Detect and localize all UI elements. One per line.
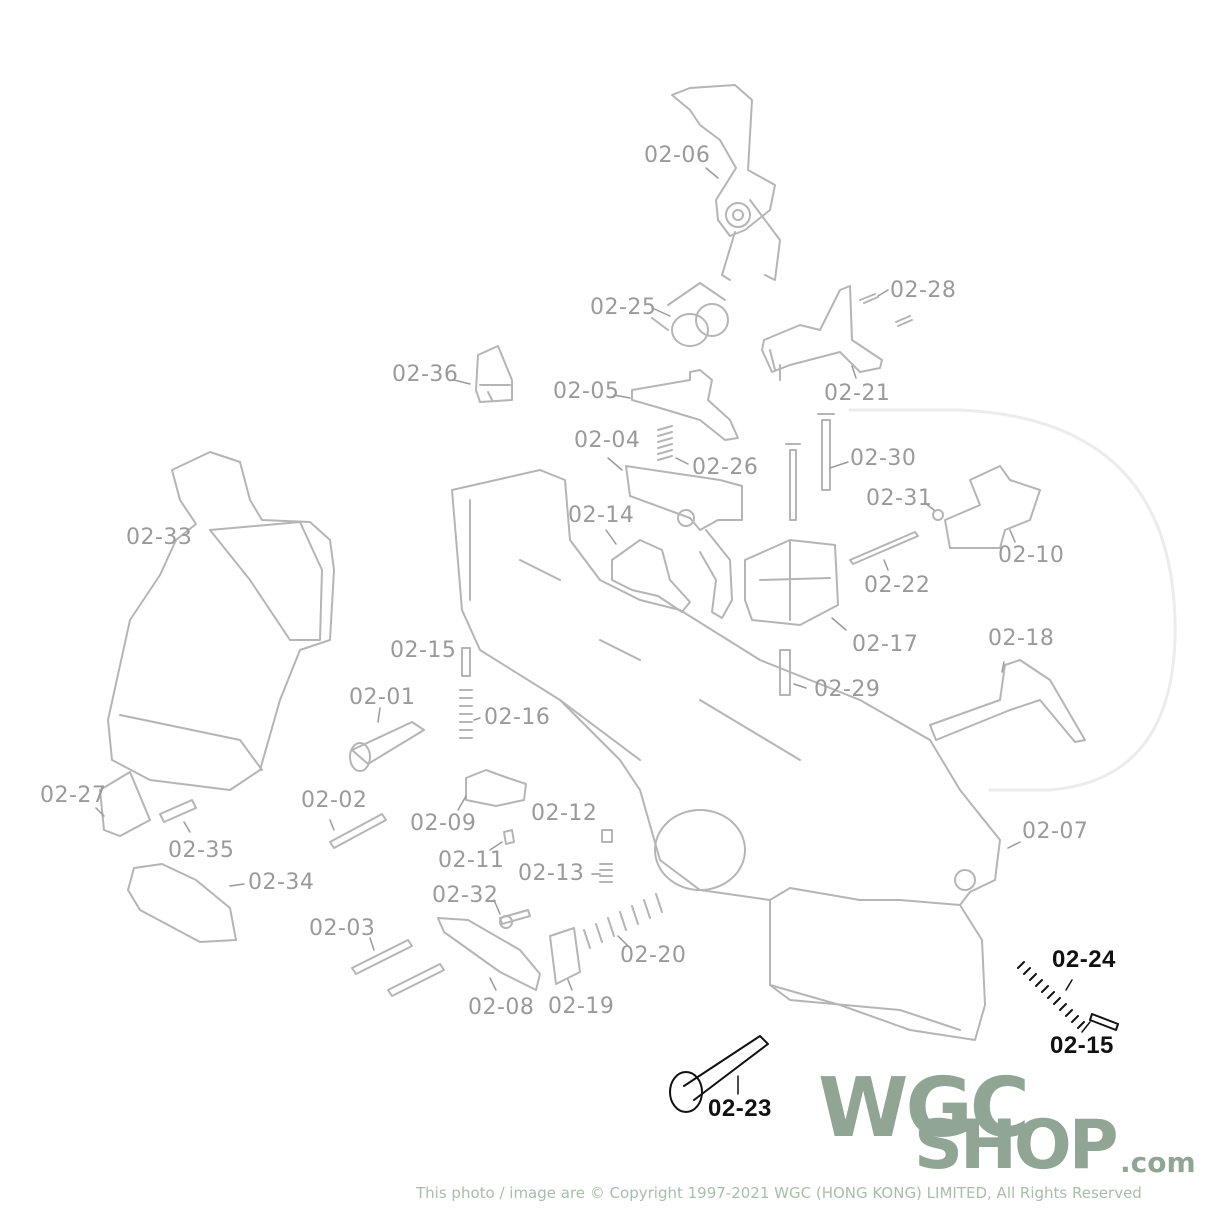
label-02-17: 02-17 (852, 632, 919, 657)
part-02-34-plate (127, 863, 237, 943)
label-02-22: 02-22 (864, 573, 931, 598)
label-02-33: 02-33 (126, 525, 193, 550)
part-02-25-spring (651, 282, 729, 347)
label-02-02: 02-02 (301, 788, 368, 813)
label-02-20: 02-20 (620, 943, 687, 968)
label-02-28: 02-28 (890, 278, 957, 303)
label-02-26: 02-26 (692, 455, 759, 480)
label-02-15-top: 02-15 (390, 638, 457, 663)
part-02-30-screws (785, 413, 835, 521)
label-02-05: 02-05 (553, 379, 620, 404)
part-02-22-pin (849, 531, 919, 565)
label-02-07: 02-07 (1022, 819, 1089, 844)
part-02-20-spring (583, 893, 663, 949)
label-02-09: 02-09 (410, 811, 477, 836)
part-02-15a (461, 647, 471, 677)
label-02-25: 02-25 (590, 295, 657, 320)
part-02-23-takedown-pin (669, 1035, 769, 1113)
part-02-24-spring-highlight (1017, 961, 1119, 1031)
label-02-06: 02-06 (644, 143, 711, 168)
label-02-24: 02-24 (1052, 946, 1116, 973)
label-02-01: 02-01 (349, 685, 416, 710)
label-02-04: 02-04 (574, 428, 641, 453)
leader-lines (95, 167, 1021, 991)
part-02-21-disconnector (761, 285, 883, 381)
brand-logo-shop: SHOP (914, 1106, 1119, 1185)
part-02-05-sear (631, 369, 739, 441)
part-02-09 (465, 769, 527, 807)
label-02-18: 02-18 (988, 626, 1055, 651)
label-02-27: 02-27 (40, 783, 107, 808)
part-02-07-lower-receiver (451, 469, 1001, 1041)
label-02-36: 02-36 (392, 362, 459, 387)
part-02-18-pin (929, 659, 1086, 743)
label-02-29: 02-29 (814, 677, 881, 702)
part-02-17-box (744, 539, 839, 626)
part-02-26-spring (657, 425, 673, 461)
part-02-03-pins (351, 939, 445, 997)
label-02-11: 02-11 (438, 848, 505, 873)
part-02-02-pin (329, 813, 387, 849)
part-02-32-screw (499, 909, 531, 925)
label-02-15-bottom: 02-15 (1050, 1032, 1114, 1059)
label-02-13: 02-13 (518, 861, 585, 886)
part-02-11 (503, 829, 515, 845)
part-02-12 (601, 829, 613, 843)
label-02-03: 02-03 (309, 916, 376, 941)
label-02-19: 02-19 (548, 994, 615, 1019)
label-02-30: 02-30 (850, 446, 917, 471)
watermark-shape (848, 408, 1177, 792)
part-02-27-screw (99, 771, 151, 837)
part-02-06-hammer (671, 84, 781, 281)
part-02-10-safety (944, 465, 1041, 549)
part-02-16-spring (459, 689, 473, 739)
part-02-08-bolt-catch (437, 917, 541, 991)
label-02-34: 02-34 (248, 870, 315, 895)
label-02-10: 02-10 (998, 543, 1065, 568)
leader-lines-highlight (737, 979, 1091, 1095)
label-02-12: 02-12 (531, 801, 598, 826)
part-02-28-pins (859, 293, 913, 327)
part-02-29-spring (779, 649, 791, 696)
label-02-21: 02-21 (824, 381, 891, 406)
part-02-36-block (475, 345, 513, 403)
label-02-32: 02-32 (432, 883, 499, 908)
brand-logo-wgc: WGC (818, 1061, 1030, 1156)
part-02-14 (611, 539, 691, 613)
part-02-33-grip (107, 451, 335, 791)
brand-logo-suffix: .com (1120, 1146, 1196, 1179)
label-02-23: 02-23 (708, 1095, 772, 1122)
label-02-31: 02-31 (866, 486, 933, 511)
part-02-04-trigger (625, 465, 743, 619)
part-02-13 (599, 863, 613, 883)
part-02-01-pin (351, 721, 425, 765)
part-02-35-pin (159, 799, 197, 823)
part-02-19 (549, 927, 581, 985)
label-02-35: 02-35 (168, 838, 235, 863)
label-02-16: 02-16 (484, 705, 551, 730)
label-02-14: 02-14 (568, 503, 635, 528)
part-02-31 (932, 509, 944, 521)
label-02-08: 02-08 (468, 995, 535, 1020)
copyright-notice: This photo / image are © Copyright 1997-… (416, 1184, 1142, 1202)
